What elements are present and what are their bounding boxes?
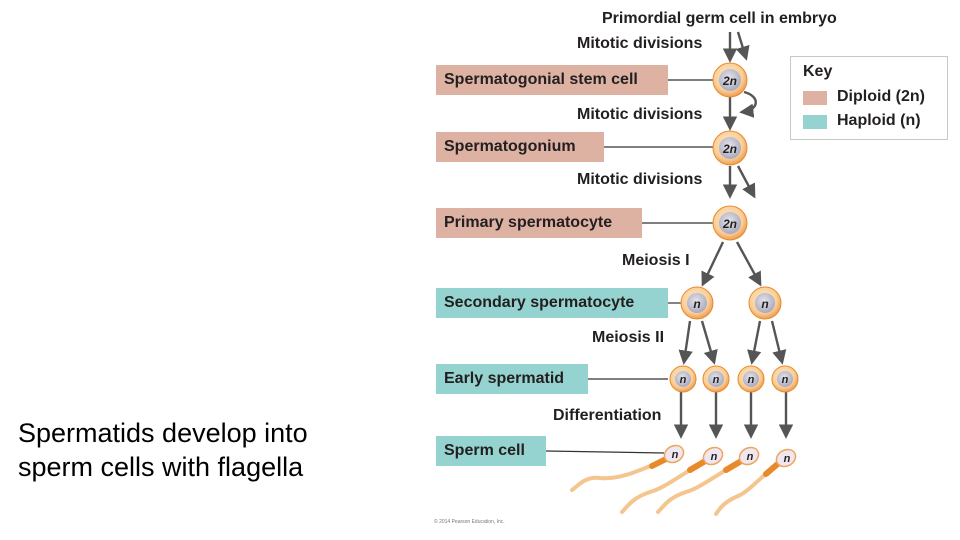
cell-spermatid-3: n: [737, 365, 765, 393]
caption-line-2: sperm cells with flagella: [18, 452, 304, 482]
cell-spermatid-4: n: [771, 365, 799, 393]
cell-label: 2n: [722, 217, 737, 231]
key-haploid-label: Haploid (n): [837, 112, 921, 129]
stage-primary-spermatocyte: Primary spermatocyte: [436, 208, 642, 238]
cell-label: n: [713, 374, 720, 386]
cell-label: n: [748, 374, 755, 386]
diagram-title: Primordial germ cell in embryo: [602, 10, 837, 27]
cell-label: 2n: [722, 142, 737, 156]
caption-line-1: Spermatids develop into: [18, 418, 308, 448]
cell-secondary-2: n: [748, 286, 782, 320]
arrow-pgc-right: [735, 31, 750, 61]
legend-key: Key Diploid (2n) Haploid (n): [790, 56, 948, 140]
cell-spermatogonium: 2n: [712, 130, 748, 166]
sperm-cell-3: n: [656, 446, 760, 514]
cell-label: n: [672, 449, 679, 461]
stage-spermatogonial-stem-cell: Spermatogonial stem cell: [436, 65, 668, 95]
sperm-cells: n n n n: [570, 444, 797, 516]
copyright: © 2014 Pearson Education, Inc.: [434, 519, 505, 525]
stage-early-spermatid: Early spermatid: [436, 364, 588, 394]
early-spermatids: n n n n: [669, 365, 799, 393]
key-diploid-swatch: [803, 91, 827, 105]
arrow-meiosis2-b: [700, 320, 718, 365]
cell-label: n: [747, 451, 754, 463]
cell-stem: 2n: [712, 62, 748, 98]
cell-spermatid-1: n: [669, 365, 697, 393]
step-meiosis-1: Meiosis I: [622, 252, 690, 269]
cell-label: 2n: [722, 74, 737, 88]
step-mitotic-3: Mitotic divisions: [577, 171, 703, 188]
step-meiosis-2: Meiosis II: [592, 329, 665, 346]
key-diploid-label: Diploid (2n): [837, 88, 925, 105]
cell-secondary-1: n: [680, 286, 714, 320]
step-differentiation: Differentiation: [553, 407, 662, 424]
arrow-self-renewal: [739, 90, 757, 118]
cell-label: n: [761, 297, 768, 311]
cell-label: n: [782, 374, 789, 386]
arrow-meiosis2-d: [770, 320, 787, 365]
arrow-meiosis2-a: [678, 320, 693, 365]
stage-sperm-cell: Sperm cell: [436, 436, 546, 466]
sperm-cell-1: n: [570, 444, 685, 492]
step-mitotic-2: Mitotic divisions: [577, 106, 703, 123]
arrow-meiosis1-right: [735, 241, 762, 287]
connector-lines: [545, 79, 714, 454]
cell-label: n: [711, 451, 718, 463]
connector-sperm-cell: [545, 450, 665, 454]
key-title: Key: [803, 63, 833, 80]
cell-spermatid-2: n: [702, 365, 730, 393]
sperm-cell-4: n: [714, 448, 797, 516]
diploid-cells: 2n 2n 2n: [712, 62, 748, 241]
cell-primary-spermatocyte: 2n: [712, 205, 748, 241]
secondary-spermatocytes: n n: [680, 286, 782, 320]
stage-spermatogonium: Spermatogonium: [436, 132, 604, 162]
cell-label: n: [693, 297, 700, 311]
cell-label: n: [680, 374, 687, 386]
arrow-meiosis2-c: [747, 320, 762, 365]
cell-label: n: [784, 453, 791, 465]
arrows: [673, 31, 794, 439]
arrow-mitotic-3-right: [736, 165, 756, 199]
key-haploid-swatch: [803, 115, 827, 129]
sperm-cell-2: n: [620, 446, 724, 514]
stage-secondary-spermatocyte: Secondary spermatocyte: [436, 288, 668, 318]
arrow-meiosis1-left: [701, 241, 725, 287]
step-mitotic-1: Mitotic divisions: [577, 35, 703, 52]
caption: Spermatids develop into sperm cells with…: [18, 416, 308, 484]
